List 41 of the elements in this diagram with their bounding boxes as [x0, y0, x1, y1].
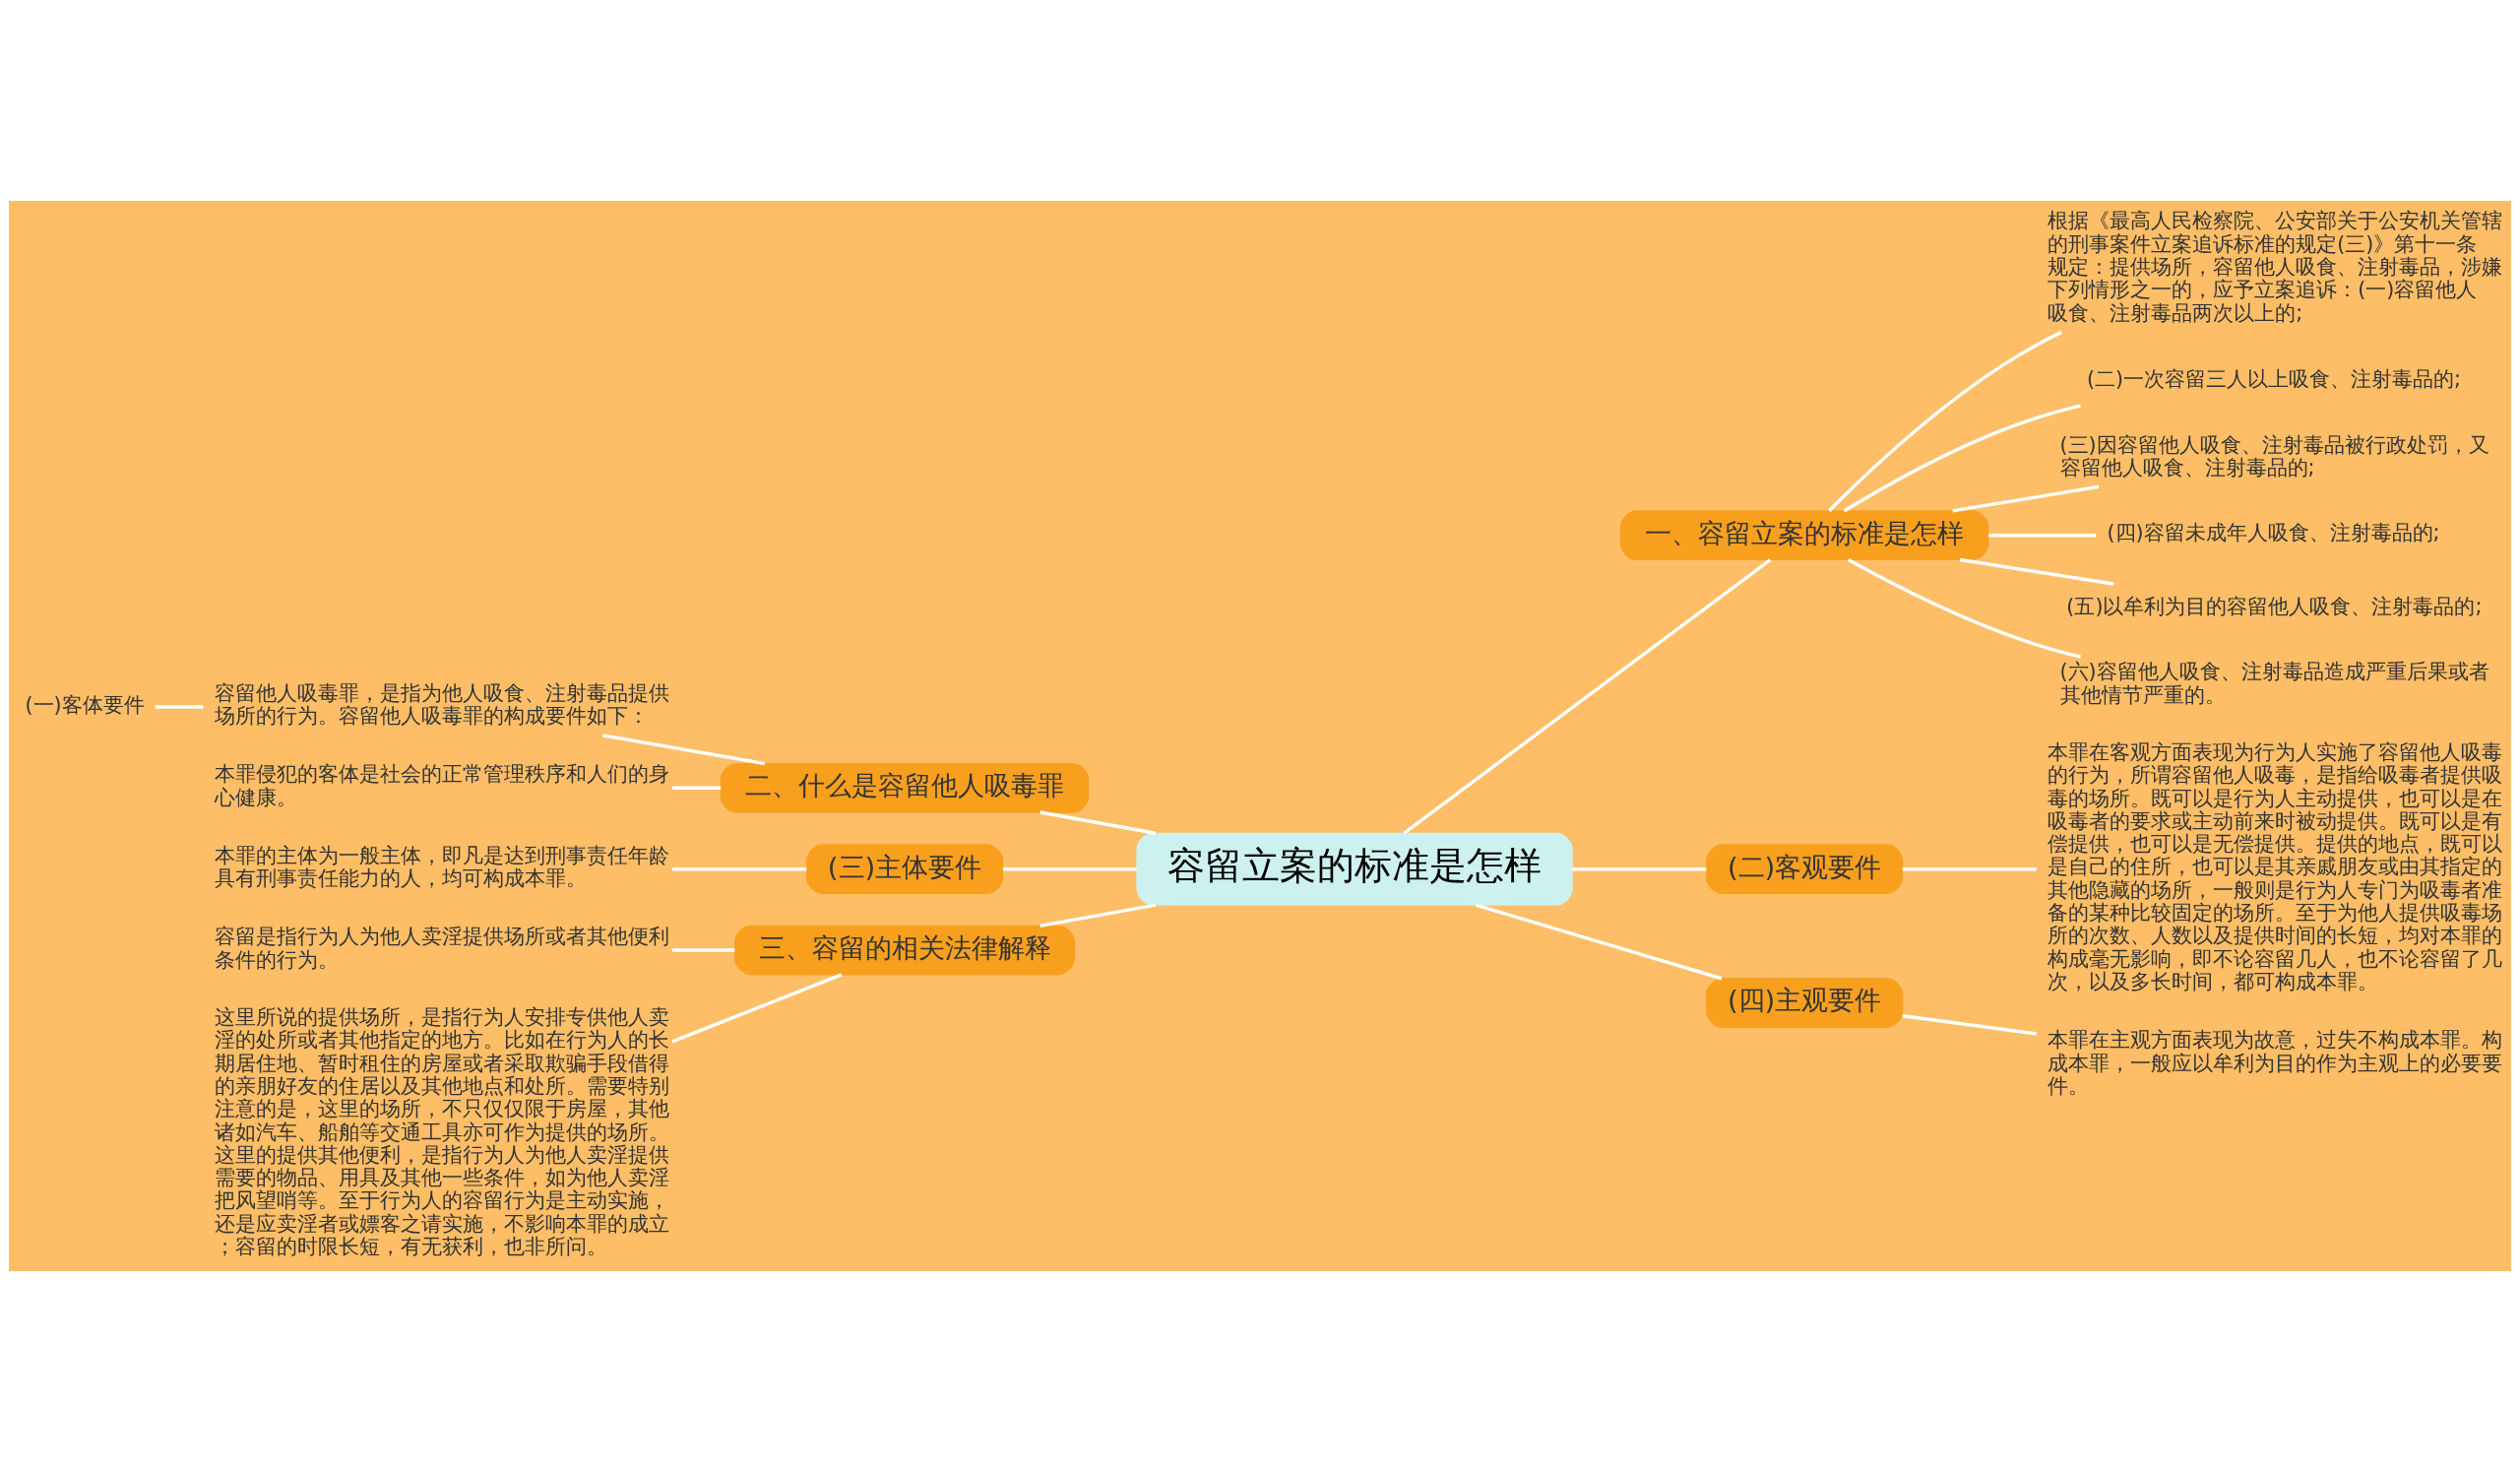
node-box: (三)主体要件: [805, 844, 1004, 895]
node-text: (一)客体要件: [25, 692, 145, 717]
node-text: (二)一次容留三人以上吸食、注射毒品的;: [2086, 367, 2461, 392]
connector: [1003, 866, 1137, 871]
node-box: 一、容留立案的标准是怎样: [1619, 510, 1989, 561]
connector: [1902, 866, 2037, 871]
connector: [1040, 810, 1157, 835]
node-text: 本罪侵犯的客体是社会的正常管理秩序和人们的身心健康。: [214, 762, 669, 809]
connector: [1843, 404, 2081, 513]
connector: [155, 705, 204, 709]
connector: [1828, 330, 2063, 512]
node-text: (五)以牟利为目的容留他人吸食、注射毒品的;: [2066, 594, 2483, 618]
connector: [1902, 1014, 2038, 1036]
connector: [1959, 557, 2114, 586]
node-text: 这里所说的提供场所，是指行为人安排专供他人卖淫的处所或者其他指定的地方。比如在行为人的长期居住地、暂时租住的房屋或者采取欺骗手段借得的亲朋好友的住居以及其他地点和处所。需要特别注意的是，这里的场所，不只仅仅限于房屋，其他诸如汽车、船舶等交通工具亦可作为提供的场所。这里的提供其他便利，是指行为人为他人卖淫提供需要的物品、用具及其他一些条件，如为他人卖淫把风望哨等。至于行为人的容留行为是主动实施，还是应卖淫者或嫖客之请实施，不影响本罪的成立；容留的时限长短，有无获利，也非所问。: [214, 1004, 669, 1259]
connector: [671, 948, 735, 952]
node-text: (六)容留他人吸食、注射毒品造成严重后果或者其他情节严重的。: [2059, 660, 2489, 707]
connector: [602, 734, 766, 766]
node-text: (三)因容留他人吸食、注射毒品被行政处罚，又容留他人吸食、注射毒品的;: [2059, 432, 2489, 480]
node-text: 本罪在客观方面表现为行为人实施了容留他人吸毒的行为，所谓容留他人吸毒，是指给吸毒者提供吸毒的场所。既可以是行为人主动提供，也可以是在吸毒者的要求或主动前来时被动提供。既可以是有偿提供，也可以是无偿提供。提供的地点，既可以是自己的住所，也可以是其亲戚朋友或由其指定的其他隐藏的场所，一般则是行为人专门为吸毒者准备的某种比较固定的场所。至于为他人提供吸毒场所的次数、人数以及提供时间的长短，均对本罪的构成毫无影响，即不论容留几人，也不论容留了几次，以及多长时间，都可构成本罪。: [2048, 739, 2503, 994]
node-box: 三、容留的相关法律解释: [734, 925, 1075, 976]
node-box: (二)客观要件: [1705, 844, 1904, 895]
node-box: 容留立案的标准是怎样: [1136, 832, 1573, 906]
node-text: 容留他人吸毒罪，是指为他人吸食、注射毒品提供场所的行为。容留他人吸毒罪的构成要件如下：: [214, 681, 669, 729]
node-box: (四)主观要件: [1705, 978, 1904, 1028]
connector: [671, 973, 843, 1044]
connector: [1040, 903, 1157, 928]
connector: [1847, 557, 2081, 659]
node-text: (四)容留未成年人吸食、注射毒品的;: [2107, 521, 2440, 545]
connector: [671, 866, 807, 871]
node-text: 容留是指行为人为他人卖淫提供场所或者其他便利条件的行为。: [214, 925, 669, 972]
node-box: 二、什么是容留他人吸毒罪: [720, 762, 1090, 813]
node-text: 本罪的主体为一般主体，即凡是达到刑事责任年龄具有刑事责任能力的人，均可构成本罪。: [214, 843, 669, 891]
node-text: 根据《最高人民检察院、公安部关于公安机关管辖的刑事案件立案追诉标准的规定(三)》第十一条规定：提供场所，容留他人吸食、注射毒品，涉嫌下列情形之一的，应予立案追诉：(一)容留他人吸食、注射毒品两次以上的;: [2048, 209, 2503, 325]
connector: [1572, 866, 1707, 871]
connector: [1403, 558, 1772, 835]
node-text: 本罪在主观方面表现为故意，过失不构成本罪。构成本罪，一般应以牟利为目的作为主观上的必要要件。: [2048, 1028, 2503, 1098]
connector: [1988, 533, 2097, 538]
connector: [1475, 903, 1723, 981]
connector: [671, 786, 722, 791]
connector: [1952, 484, 2100, 513]
